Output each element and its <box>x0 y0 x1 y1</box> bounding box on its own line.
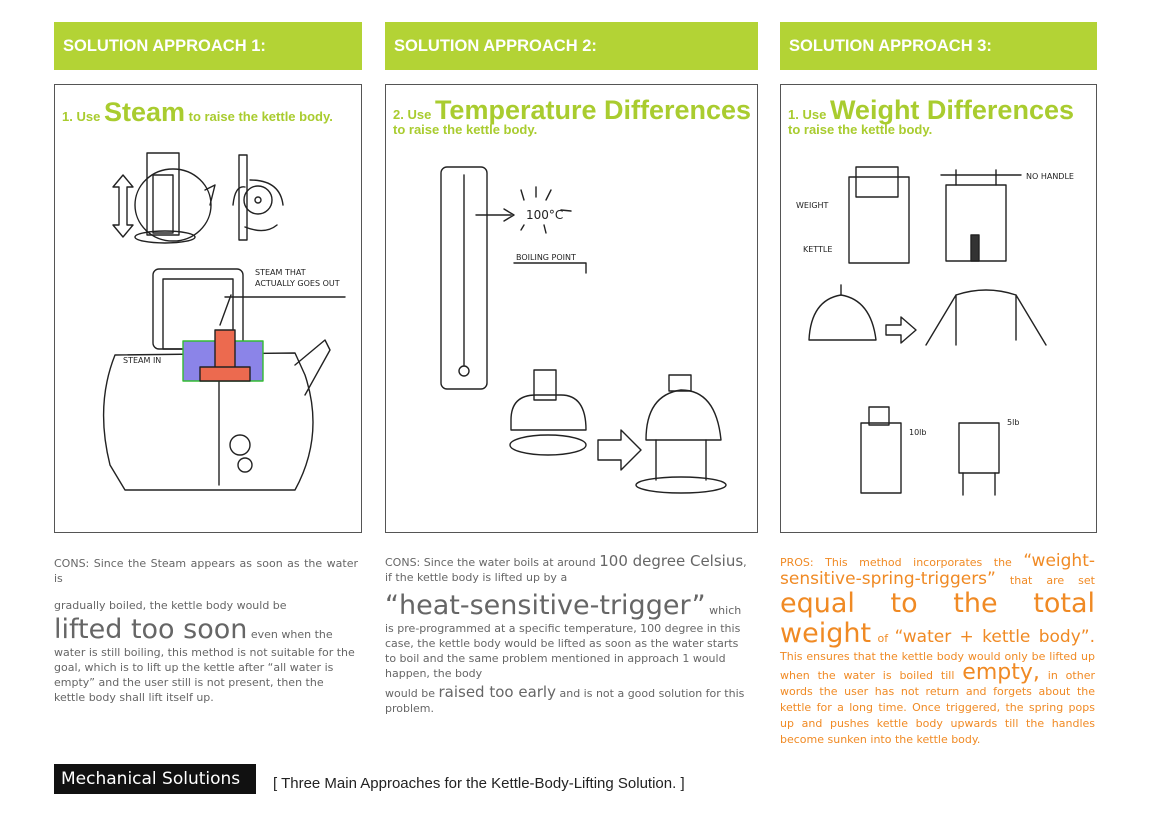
approach-3-panel: 1. Use Weight Differences to raise the k… <box>780 84 1097 533</box>
punctuation: , <box>743 556 747 569</box>
pros-line: This ensures that the kettle body would … <box>780 650 1095 682</box>
footer-label: Mechanical Solutions <box>54 764 256 794</box>
approach-2-title: 2. Use Temperature Differences to raise … <box>393 95 751 137</box>
cons-line: gradually boiled, the kettle body would … <box>54 599 287 612</box>
pros-line: of <box>871 632 895 645</box>
title-prefix: 1. Use <box>788 107 827 122</box>
label-weight: WEIGHT <box>796 201 829 210</box>
pros-body: in other words the user has not return a… <box>780 669 1095 746</box>
emphasis-text: “heat-sensitive-trigger” <box>385 590 706 621</box>
label-5lb: 5lb <box>1007 418 1019 427</box>
emphasis-text: raised too early <box>438 683 556 701</box>
approach-3-header: SOLUTION APPROACH 3: <box>780 22 1097 70</box>
label-10lb: 10lb <box>909 428 926 437</box>
cons-body: is pre-programmed at a specific temperat… <box>385 622 741 680</box>
approach-1-cons-text: CONS: Since the Steam appears as soon as… <box>54 556 358 705</box>
emphasis-text: 100 degree Celsius <box>599 552 744 570</box>
label-kettle: KETTLE <box>803 245 832 254</box>
cons-line: if the kettle body is lifted up by a <box>385 571 568 584</box>
emphasis-text: “water + kettle body”. <box>894 627 1095 647</box>
label-steam-in: STEAM IN <box>123 356 161 365</box>
approach-3-pros-text: PROS: This method incorporates the “weig… <box>780 553 1095 748</box>
thermometer-kettle-sketch: 100°C BOILING POINT <box>440 166 727 494</box>
label-100c: 100°C <box>526 208 563 222</box>
label-steam-out-2: ACTUALLY GOES OUT <box>255 279 340 288</box>
title-keyword: Weight Differences <box>829 95 1074 125</box>
approach-2-cons-text: CONS: Since the water boils at around 10… <box>385 554 751 716</box>
footer-caption: [ Three Main Approaches for the Kettle-B… <box>273 775 685 792</box>
cons-line: would be <box>385 687 439 700</box>
pros-line: PROS: This method incorporates the <box>780 556 1024 569</box>
approach-3-title: 1. Use Weight Differences to raise the k… <box>788 95 1074 137</box>
approach-2-panel: 2. Use Temperature Differences to raise … <box>385 84 758 533</box>
title-suffix: to raise the kettle body. <box>788 122 933 137</box>
label-no-handle: NO HANDLE <box>1026 172 1074 181</box>
cons-line: which <box>705 604 742 617</box>
weight-mechanism-sketch: NO HANDLE WEIGHT KETTLE 10lb 5lb <box>796 166 1074 496</box>
cons-body: even when the water is still boiling, th… <box>54 628 355 704</box>
approach-2-header: SOLUTION APPROACH 2: <box>385 22 758 70</box>
cons-line: CONS: Since the water boils at around <box>385 556 600 569</box>
emphasis-text: “weight-sensitive-spring-triggers” <box>780 551 1095 589</box>
title-prefix: 1. Use <box>62 109 101 124</box>
approach-1-title: 1. Use Steam to raise the kettle body. <box>62 97 333 128</box>
cons-line: and is not a good solution for this prob… <box>385 687 745 715</box>
title-suffix: to raise the kettle body. <box>393 122 538 137</box>
label-steam-out: STEAM THAT <box>255 268 306 277</box>
approach-1-header: SOLUTION APPROACH 1: <box>54 22 362 70</box>
emphasis-text: empty, <box>962 660 1040 685</box>
title-keyword: Temperature Differences <box>434 95 752 125</box>
title-prefix: 2. Use <box>393 107 432 122</box>
emphasis-text: equal to the total weight <box>780 588 1095 649</box>
title-suffix: to raise the kettle body. <box>188 109 333 124</box>
steam-mechanism-sketch: STEAM THAT ACTUALLY GOES OUT STEAM IN <box>102 152 346 491</box>
emphasis-text: lifted too soon <box>54 614 248 645</box>
cons-line: CONS: Since the Steam appears as soon as… <box>54 557 358 585</box>
pros-line: that are set <box>995 574 1095 587</box>
label-boiling-point: BOILING POINT <box>516 253 576 262</box>
approach-1-panel: 1. Use Steam to raise the kettle body. S… <box>54 84 362 533</box>
title-keyword: Steam <box>103 97 185 127</box>
